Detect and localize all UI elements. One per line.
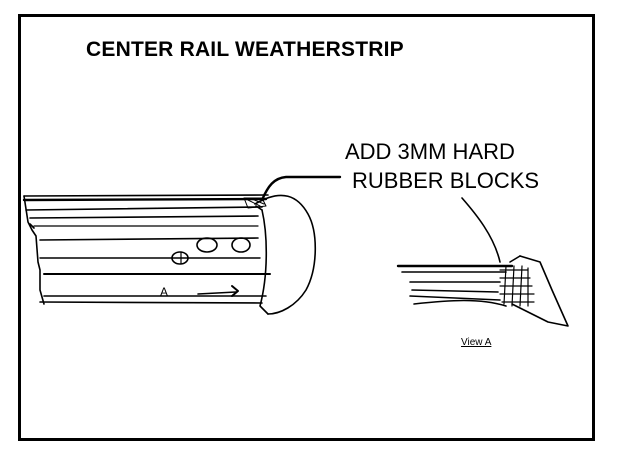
callout-line-1: ADD 3MM HARD: [345, 139, 515, 164]
arrow-label-a: A: [160, 285, 168, 299]
rail-holes: [171, 237, 251, 265]
callout-line-2: RUBBER BLOCKS: [352, 168, 540, 193]
figure-title: CENTER RAIL WEATHERSTRIP: [86, 38, 404, 61]
view-a-detail: [396, 255, 569, 327]
view-a-leader: [461, 197, 501, 263]
center-rail-body: [22, 194, 271, 305]
figure-frame: [18, 14, 595, 441]
weatherstrip-end-cap: [243, 194, 317, 315]
callout-leader: [260, 175, 342, 202]
view-a-label: View A: [461, 337, 492, 348]
